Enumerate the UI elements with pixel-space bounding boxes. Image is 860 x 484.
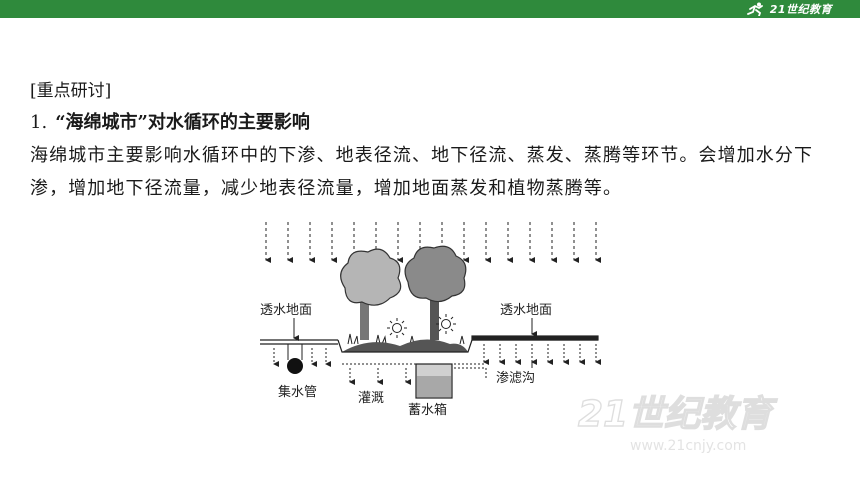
- tree-right: [404, 245, 467, 340]
- sponge-city-diagram: 透水地面 透水地面 集水管 灌溉 蓄水箱 渗滤沟: [260, 222, 601, 418]
- top-bar: 21世纪教育: [0, 0, 860, 18]
- green-space-soil: [342, 339, 468, 352]
- heading-text: “海绵城市”对水循环的主要影响: [55, 112, 310, 133]
- collector-pipe: [287, 344, 303, 374]
- label-infiltration-ditch: 渗滤沟: [496, 371, 535, 386]
- label-collector-pipe: 集水管: [278, 384, 317, 400]
- heading-number: 1.: [30, 112, 48, 133]
- runner-icon: [746, 2, 763, 16]
- label-permeable-right: 透水地面: [500, 303, 552, 318]
- logo-text: 21世纪教育: [769, 3, 832, 16]
- rain-arrows: [265, 222, 601, 263]
- label-irrigation: 灌溉: [358, 391, 384, 406]
- flower-icons: [387, 314, 456, 338]
- heading: 1. “海绵城市”对水循环的主要影响: [30, 108, 310, 134]
- storage-tank: [415, 363, 453, 399]
- infiltration-arrows: [273, 344, 601, 385]
- body-paragraph: 海绵城市主要影响水循环中的下渗、地表径流、地下径流、蒸发、蒸腾等环节。会增加水分…: [30, 145, 814, 199]
- section-label: [重点研讨]: [30, 81, 112, 101]
- label-permeable-left: 透水地面: [260, 303, 312, 318]
- tree-left: [340, 248, 402, 340]
- label-storage-tank: 蓄水箱: [408, 402, 447, 418]
- watermark: 21世纪教育 www.21cnjy.com: [577, 393, 778, 454]
- brand-logo: 21世纪教育: [746, 1, 832, 17]
- subsurface-flow: [342, 363, 487, 378]
- pointer-lines: [293, 318, 537, 368]
- ground-surface: [260, 335, 599, 353]
- watermark-url: www.21cnjy.com: [630, 438, 746, 454]
